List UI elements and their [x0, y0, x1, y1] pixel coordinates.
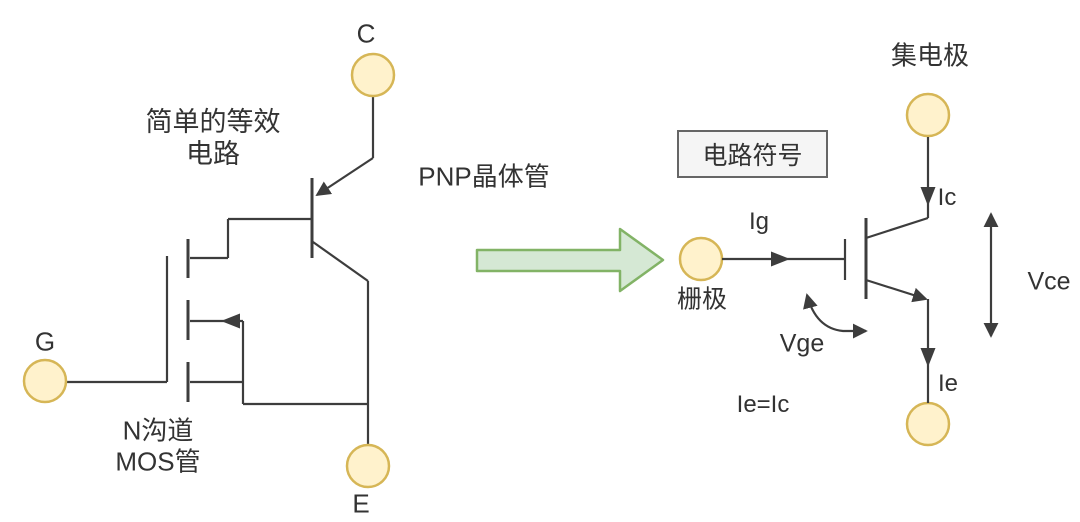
- ig-label: Ig: [748, 207, 770, 235]
- collector-label: 集电极: [890, 40, 970, 71]
- mosfet-body-arrowhead-icon: [221, 313, 240, 329]
- terminal-g-circle: [22, 358, 68, 404]
- igbt-emitter-diagonal: [865, 278, 928, 303]
- nmos-label: N沟道 MOS管: [115, 415, 201, 476]
- terminal-c-label: C: [356, 18, 376, 49]
- ie-arrowhead-icon: [920, 348, 936, 367]
- gate-label: 栅极: [676, 285, 728, 314]
- ie-label: Ie: [937, 369, 959, 397]
- terminal-g-label: G: [34, 326, 56, 357]
- ic-label: Ic: [937, 183, 957, 211]
- emitter-terminal-circle: [905, 401, 951, 447]
- pnp-collector-diagonal: [312, 241, 369, 282]
- vge-curved-arrow: [803, 293, 868, 339]
- ic-arrowhead-icon: [920, 187, 936, 206]
- gate-terminal-circle: [678, 236, 724, 282]
- terminal-e-circle: [345, 443, 391, 489]
- equivalent-circuit-caption: 简单的等效 电路: [145, 107, 281, 169]
- collector-terminal-circle: [905, 92, 951, 138]
- pnp-emitter-arrow-diagonal: [315, 157, 374, 197]
- vge-label: Vge: [779, 329, 825, 358]
- terminal-e-label: E: [352, 488, 370, 519]
- terminal-c-circle: [350, 52, 396, 98]
- circuit-symbol-box-label: 电路符号: [702, 142, 803, 170]
- ig-arrowhead-icon: [771, 251, 790, 267]
- circuit-symbol-box: 电路符号: [677, 130, 828, 178]
- vce-label: Vce: [1027, 267, 1071, 296]
- igbt-collector-diagonal: [865, 216, 929, 240]
- pnp-transistor-label: PNP晶体管: [418, 161, 550, 192]
- ie-equals-ic-label: Ie=Ic: [736, 390, 790, 418]
- transform-arrow-icon: [475, 227, 665, 293]
